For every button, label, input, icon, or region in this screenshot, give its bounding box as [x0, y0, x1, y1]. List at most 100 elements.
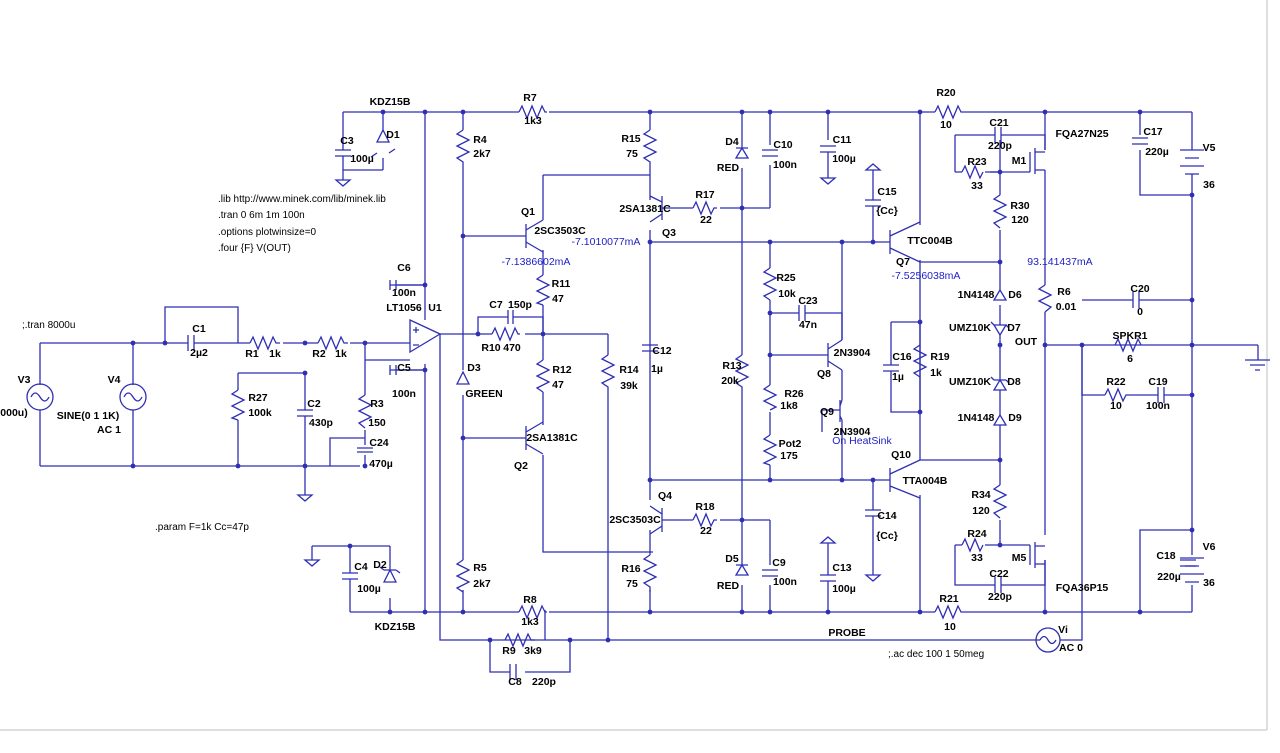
label-139: R24 [967, 528, 986, 540]
label-46: 93.141437mA [1027, 256, 1092, 268]
label-12: D4 [725, 136, 739, 148]
resistor-spkr1 [1114, 337, 1142, 353]
resistor-r16 [642, 554, 658, 592]
label-32: C15 [877, 186, 896, 198]
label-63: U1 [428, 302, 442, 314]
label-57: 0 [1137, 306, 1143, 318]
label-146: D5 [725, 553, 739, 565]
label-121: 2SA1381C [526, 432, 578, 444]
transistor-q8 [822, 339, 843, 371]
label-37: 2SC3503C [534, 225, 586, 237]
label-56: C20 [1130, 283, 1149, 295]
label-44: -7.1386602mA [502, 256, 571, 268]
label-115: 10 [1110, 400, 1122, 412]
label-6: 100µ [350, 153, 374, 165]
label-51: 47 [552, 293, 564, 305]
label-13: RED [717, 162, 740, 174]
label-108: 000u) [0, 407, 27, 419]
capacitor-c8 [505, 664, 517, 680]
label-132: 120 [972, 505, 990, 517]
capacitor-c2 [297, 400, 313, 428]
ground-4 [819, 177, 837, 185]
label-71: UMZ10K [949, 322, 991, 334]
source-v3 [26, 383, 54, 411]
label-24: R23 [967, 156, 986, 168]
label-26: 33 [971, 180, 983, 192]
resistor-r34 [992, 484, 1008, 519]
diode-d6 [992, 288, 1008, 301]
transistor-q4 [649, 505, 668, 535]
label-25: M1 [1012, 155, 1027, 167]
resistor-r22 [1104, 387, 1130, 403]
label-10: R15 [621, 133, 640, 145]
label-11: 75 [626, 148, 638, 160]
label-59: D6 [1008, 289, 1022, 301]
label-114: Q9 [820, 406, 834, 418]
capacitor-c13 [820, 565, 836, 588]
label-156: RED [717, 580, 740, 592]
label-147: C9 [772, 557, 786, 569]
label-92: 1µ [892, 371, 904, 383]
source-v4 [119, 383, 147, 411]
diode-d8 [990, 376, 1010, 391]
transistor-q7 [880, 221, 921, 263]
label-89: R13 [722, 360, 741, 372]
resistor-r23 [961, 164, 984, 180]
label-33: {Cc} [876, 205, 898, 217]
capacitor-c18 [1180, 559, 1196, 567]
resistor-r24 [961, 537, 984, 553]
label-151: R5 [473, 562, 487, 574]
resistor-r3 [357, 394, 373, 429]
label-52: R25 [776, 272, 795, 284]
capacitor-c6 [389, 280, 425, 290]
label-158: 100µ [832, 583, 856, 595]
mosfet-m5 [1029, 542, 1045, 568]
resistor-pot2 [762, 434, 778, 466]
label-79: C12 [652, 345, 671, 357]
capacitor-c19 [1155, 387, 1170, 403]
diode-d5 [734, 563, 750, 576]
capacitor-c17 [1132, 137, 1148, 145]
label-98: UMZ10K [949, 376, 991, 388]
label-99: D8 [1007, 376, 1021, 388]
label-170: 3k9 [524, 645, 542, 657]
label-87: R14 [619, 364, 638, 376]
ground-5 [864, 574, 882, 582]
label-48: C6 [397, 262, 411, 274]
label-9: 2k7 [473, 148, 491, 160]
label-140: V6 [1203, 541, 1216, 553]
label-118: D9 [1008, 412, 1022, 424]
capacitor-c9 [762, 569, 778, 577]
label-125: 175 [780, 450, 798, 462]
battery-v6 [1180, 557, 1204, 583]
label-142: M5 [1012, 552, 1027, 564]
label-15: 100n [773, 159, 797, 171]
label-154: C22 [989, 568, 1008, 580]
label-54: C23 [798, 295, 817, 307]
label-29: .tran 0 6m 1m 100n [218, 210, 305, 221]
resistor-r1 [249, 335, 280, 351]
label-138: .param F=1k Cc=47p [155, 522, 249, 533]
label-103: GREEN [465, 388, 502, 400]
label-53: 10k [778, 288, 796, 300]
diode-d2 [379, 566, 401, 583]
label-93: 1k [930, 367, 942, 379]
components [26, 104, 1204, 680]
resistor-r7 [518, 104, 547, 120]
diode-d1 [370, 128, 396, 158]
capacitor-c20 [1130, 292, 1150, 308]
ground-3 [303, 546, 321, 567]
label-149: R16 [621, 563, 640, 575]
diode-d4 [734, 146, 750, 159]
label-167: Vi [1058, 624, 1068, 636]
ground-7 [819, 536, 837, 544]
label-144: C4 [354, 561, 368, 573]
label-28: .lib http://www.minek.com/lib/minek.lib [218, 194, 386, 205]
resistor-r5 [455, 559, 471, 593]
label-0: KDZ15B [370, 96, 411, 108]
label-64: C7 [489, 299, 503, 311]
label-165: KDZ15B [375, 621, 416, 633]
label-84: 6 [1127, 353, 1133, 365]
